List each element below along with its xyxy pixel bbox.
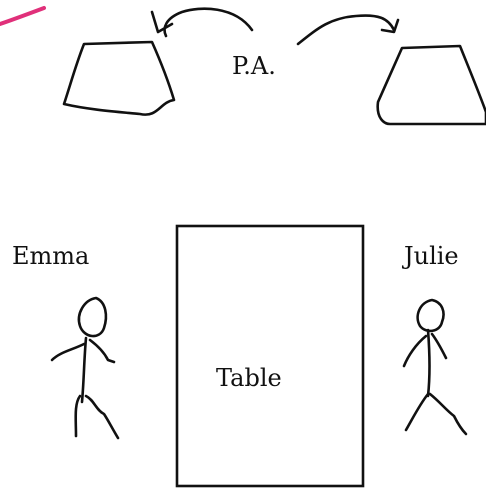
emma-stick-figure-icon: [50, 296, 120, 440]
table-rectangle: [175, 224, 365, 488]
pa-label: P.A.: [232, 52, 276, 80]
right-curved-arrow-icon: [296, 14, 396, 46]
julie-label: Julie: [401, 242, 459, 270]
table-label: Table: [216, 364, 282, 392]
emma-label: Emma: [12, 242, 89, 270]
julie-stick-figure-icon: [402, 298, 468, 436]
pink-marker-stroke: [0, 6, 46, 26]
right-arrow-head: [380, 18, 400, 34]
left-speaker-icon: [62, 40, 176, 116]
left-arrow-head: [150, 10, 174, 34]
left-curved-arrow-icon: [163, 7, 254, 38]
right-speaker-icon: [376, 44, 486, 126]
